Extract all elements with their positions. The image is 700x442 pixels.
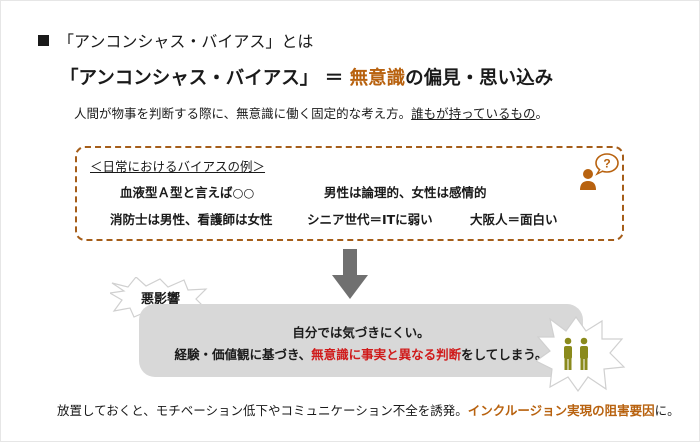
two-people-icon	[564, 337, 588, 370]
examples-title: ＜日常におけるバイアスの例＞	[90, 159, 266, 174]
page-title: 「アンコンシャス・バイアス」 ＝ 無意識の偏見・思い込み	[60, 64, 553, 90]
person-with-question-bubble-icon: ?	[580, 153, 619, 190]
example-item: 血液型Ａ型と言えば○○	[120, 185, 255, 200]
conclusion-end: に。	[654, 403, 680, 418]
effect-line2-red: 無意識に事実と異なる判断	[311, 347, 462, 362]
title-suffix: の偏見・思い込み	[405, 68, 554, 89]
lead-underlined: 誰もが持っているもの	[411, 106, 536, 121]
bullet-square-icon	[38, 34, 49, 46]
example-item: 大阪人＝面白い	[470, 212, 558, 227]
section-heading-text: 「アンコンシャス・バイアス」とは	[58, 32, 314, 51]
effect-line2-after: をしてしまう。	[461, 347, 548, 362]
example-item: 消防士は男性、看護師は女性	[110, 212, 273, 227]
title-prefix: 「アンコンシャス・バイアス」 ＝	[60, 68, 350, 89]
effect-line2-before: 経験・価値観に基づき、	[174, 347, 312, 362]
svg-text:?: ?	[603, 157, 610, 171]
effect-line-1: 自分では気づきにくい。	[292, 325, 430, 340]
conclusion-text: 放置しておくと、モチベーション低下やコミュニケーション不全を誘発。インクルージョ…	[57, 400, 680, 419]
lead-end: 。	[535, 106, 549, 121]
negative-effect-box: 自分では気づきにくい。 経験・価値観に基づき、無意識に事実と異なる判断をしてしま…	[139, 304, 583, 377]
conclusion-main: 放置しておくと、モチベーション低下やコミュニケーション不全を誘発。	[57, 403, 468, 418]
lead-main: 人間が物事を判断する際に、無意識に働く固定的な考え方。	[74, 106, 412, 121]
bias-examples-box: ＜日常におけるバイアスの例＞ 血液型Ａ型と言えば○○ 男性は論理的、女性は感情的…	[75, 146, 624, 241]
conclusion-accent: インクルージョン実現の阻害要因	[467, 403, 655, 418]
section-heading: 「アンコンシャス・バイアス」とは	[38, 28, 313, 52]
down-arrow-icon	[332, 249, 368, 299]
title-accent: 無意識	[349, 68, 406, 89]
effect-line-2: 経験・価値観に基づき、無意識に事実と異なる判断をしてしまう。	[139, 344, 583, 363]
example-item: シニア世代＝ITに弱い	[307, 212, 433, 227]
example-item: 男性は論理的、女性は感情的	[324, 185, 487, 200]
effect-label: 悪影響	[141, 292, 181, 307]
lead-text: 人間が物事を判断する際に、無意識に働く固定的な考え方。誰もが持っているもの。	[74, 103, 548, 122]
